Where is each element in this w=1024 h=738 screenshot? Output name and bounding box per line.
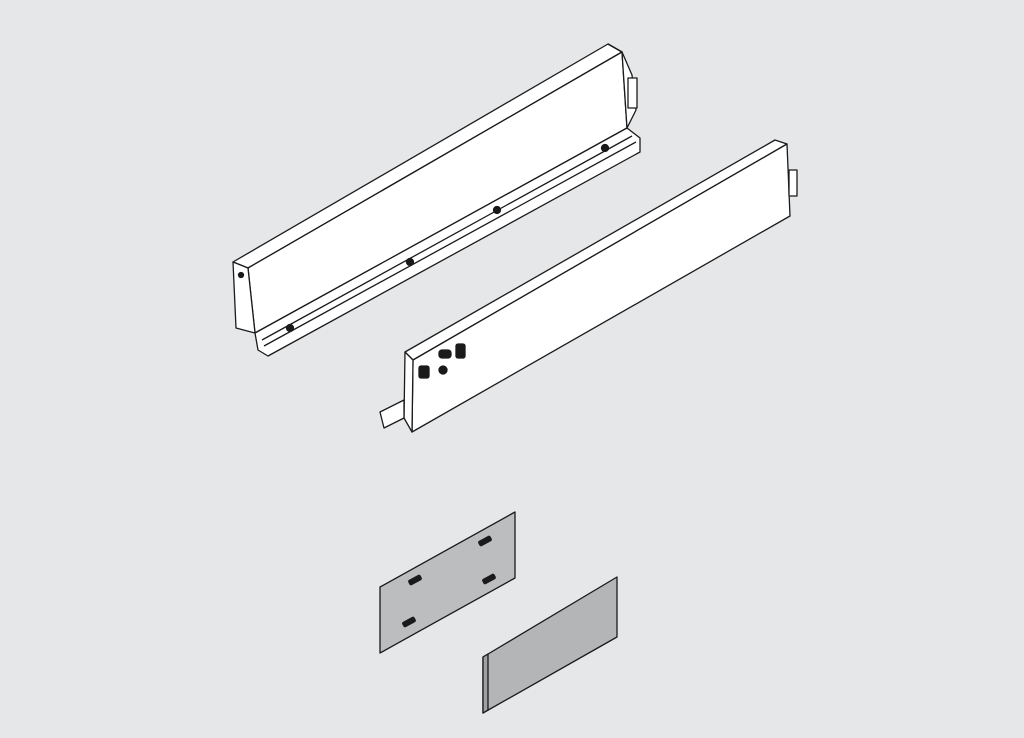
back-panel-bracket-face bbox=[379, 511, 516, 654]
left-side-back-hook bbox=[627, 77, 638, 109]
bracket-slot-icon bbox=[402, 616, 416, 628]
right-side-back-hook bbox=[788, 169, 798, 197]
rail-fixing-icon bbox=[492, 205, 502, 215]
rail-fixing-icon bbox=[285, 323, 295, 333]
bracket-slot-icon bbox=[408, 574, 422, 586]
front-fixing-slot-icon bbox=[455, 343, 466, 359]
left-drawer-side bbox=[232, 43, 641, 357]
front-fixing-slot-icon bbox=[438, 349, 452, 359]
rail-line bbox=[263, 141, 637, 347]
rail-fixing-icon bbox=[237, 271, 245, 279]
front-fixing-hole-icon bbox=[438, 365, 448, 375]
rail-line bbox=[261, 135, 633, 341]
front-fixing-slot-icon bbox=[418, 365, 430, 379]
back-panel-edge bbox=[482, 653, 489, 714]
bracket-slot-icon bbox=[478, 535, 492, 547]
rail-fixing-icon bbox=[600, 143, 610, 153]
right-side-end-cap bbox=[403, 351, 414, 433]
bracket-slot-icon bbox=[482, 573, 496, 585]
rail-fixing-icon bbox=[405, 257, 415, 267]
back-panel-bracket bbox=[379, 511, 516, 654]
back-panel bbox=[482, 576, 618, 714]
back-panel-face bbox=[482, 576, 618, 714]
right-side-front-hook bbox=[379, 399, 405, 429]
right-drawer-side bbox=[379, 139, 798, 433]
